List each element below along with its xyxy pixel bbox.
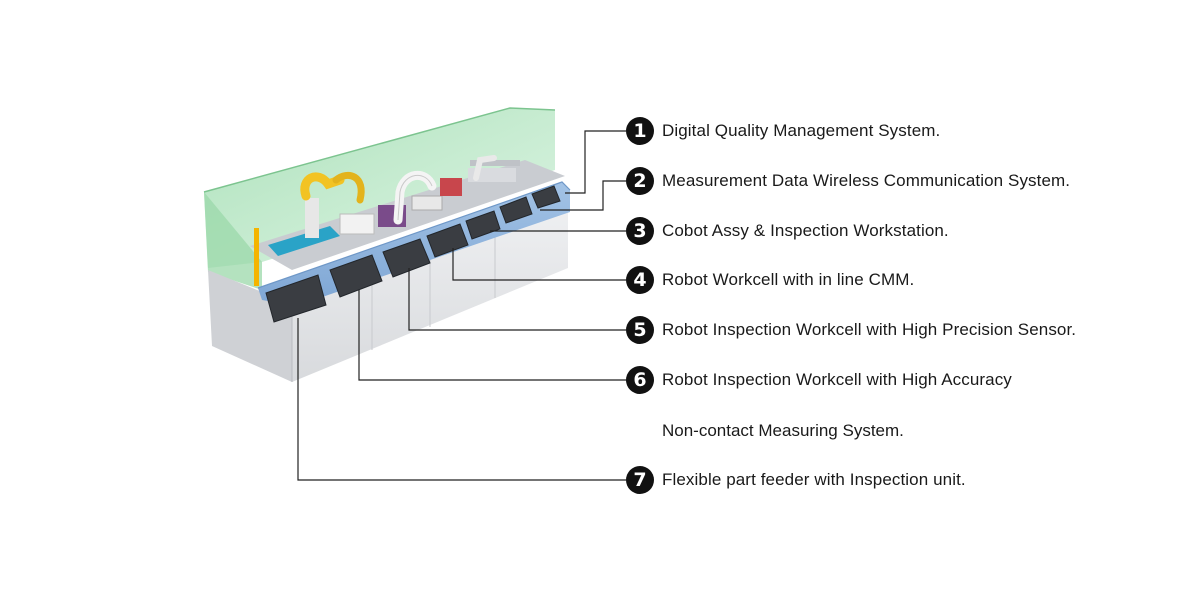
callout-5: 5 Robot Inspection Workcell with High Pr… — [626, 315, 1076, 345]
console-screen-5 — [465, 210, 501, 240]
callout-label: Cobot Assy & Inspection Workstation. — [662, 221, 949, 240]
leader-line-2 — [540, 180, 626, 211]
robot-arm-small — [473, 155, 497, 181]
callout-number-badge: 5 — [626, 316, 654, 344]
robot-arm-yellow — [300, 172, 365, 238]
callout-3: 3 Cobot Assy & Inspection Workstation. — [626, 216, 949, 246]
leader-line-5 — [408, 268, 626, 331]
console-screen-6 — [499, 196, 533, 224]
callout-7: 7 Flexible part feeder with Inspection u… — [626, 465, 966, 495]
callout-number-badge: 7 — [626, 466, 654, 494]
callout-number-badge: 4 — [626, 266, 654, 294]
callout-number-badge: 1 — [626, 117, 654, 145]
console-screen-4 — [426, 223, 469, 258]
work-table — [250, 160, 565, 270]
callout-number-badge: 3 — [626, 217, 654, 245]
callout-label: Robot Inspection Workcell with High Accu… — [662, 370, 1012, 389]
callout-4: 4 Robot Workcell with in line CMM. — [626, 265, 914, 295]
callout-1: 1 Digital Quality Management System. — [626, 116, 940, 146]
leader-line-6 — [358, 290, 626, 381]
callout-6: 6 Robot Inspection Workcell with High Ac… — [626, 365, 1012, 395]
callout-number-badge: 6 — [626, 366, 654, 394]
leader-line-4 — [452, 248, 626, 281]
console-screen-3 — [382, 238, 431, 278]
console-screen-7 — [531, 185, 561, 209]
leader-line-1 — [565, 130, 626, 194]
callout-label: Digital Quality Management System. — [662, 121, 941, 140]
callout-label: Robot Inspection Workcell with High Prec… — [662, 320, 1077, 339]
console-screen-1 — [265, 274, 327, 323]
callout-label: Measurement Data Wireless Communication … — [662, 171, 1071, 190]
callout-label: Robot Workcell with in line CMM. — [662, 270, 915, 289]
console-screen-2 — [329, 254, 383, 298]
callout-number-badge: 2 — [626, 167, 654, 195]
callout-2: 2 Measurement Data Wireless Communicatio… — [626, 166, 1070, 196]
leader-line-7 — [297, 318, 626, 481]
callout-6-continuation: Non-contact Measuring System. — [662, 421, 904, 440]
enclosure-glass — [203, 107, 556, 290]
light-tower — [254, 228, 259, 286]
robot-arm-white — [393, 171, 437, 225]
callout-label: Flexible part feeder with Inspection uni… — [662, 470, 966, 489]
